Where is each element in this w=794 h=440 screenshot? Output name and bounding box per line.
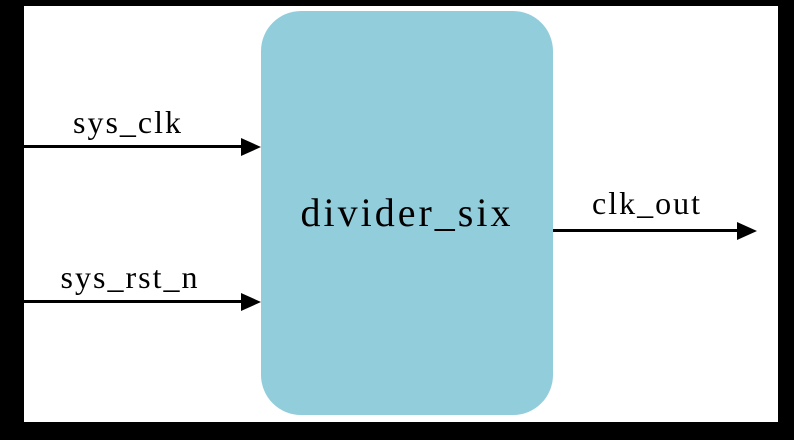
output-label-clk-out: clk_out (592, 185, 702, 221)
module-block-label: divider_six (300, 190, 514, 235)
input-label-sys-clk: sys_clk (73, 104, 183, 140)
arrowhead-icon (241, 293, 261, 311)
arrowhead-icon (241, 138, 261, 156)
arrowhead-icon (737, 222, 757, 240)
arrow-line (553, 229, 739, 232)
arrow-line (24, 145, 243, 148)
module-block: divider_six (261, 11, 553, 415)
arrow-line (24, 300, 243, 303)
input-label-sys-rst-n: sys_rst_n (60, 259, 200, 295)
